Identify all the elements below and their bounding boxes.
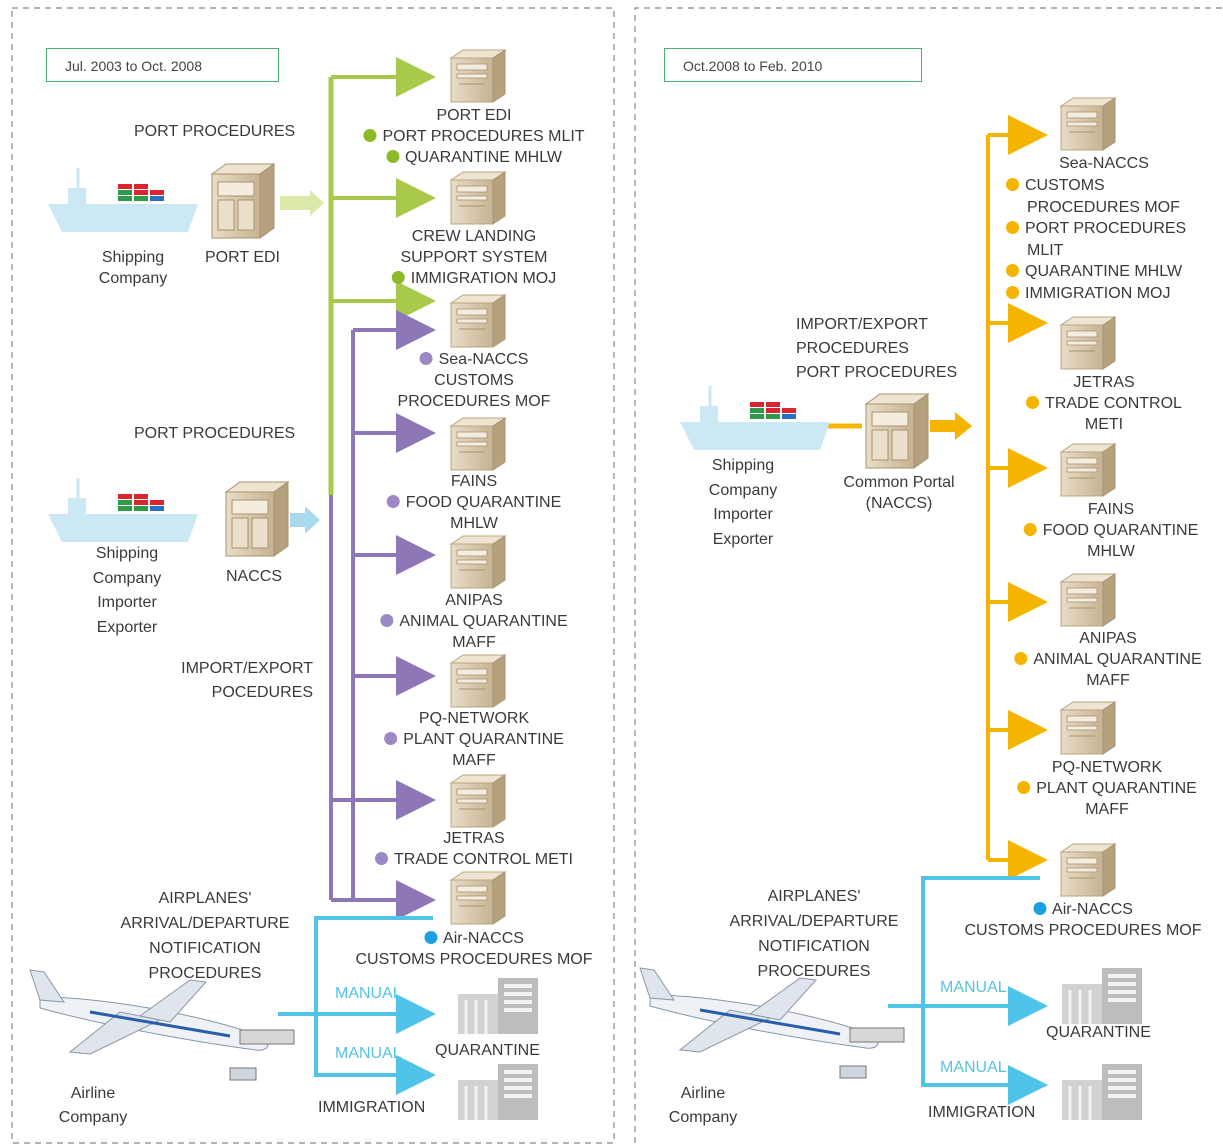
system-block-pq-network: PQ-NETWORK PLANT QUARANTINE MAFF [1017, 757, 1197, 820]
port-edi-label: PORT EDI [205, 249, 280, 266]
period-label-right: Oct.2008 to Feb. 2010 [664, 48, 922, 82]
system-block-fains: FAINS FOOD QUARANTINE MHLW [386, 471, 561, 534]
port-procedures-label: PORT PROCEDURES [134, 123, 296, 140]
quarantine-label: QUARANTINE [1046, 1024, 1151, 1041]
system-block-air-naccs: Air-NACCS CUSTOMS PROCEDURES MOF [355, 930, 593, 968]
status-dot [385, 150, 399, 163]
ship-icon [46, 166, 200, 234]
quarantine-building-icon [1060, 966, 1144, 1026]
status-dot [375, 852, 389, 865]
common-portal-terminal-icon [865, 393, 929, 469]
status-dot [1023, 523, 1037, 536]
status-dot [419, 352, 433, 365]
port-edi-lines [328, 57, 436, 495]
naccs-label: NACCS [226, 568, 283, 585]
port-procedures-label: PORT PROCEDURES [134, 425, 296, 442]
status-dot [386, 495, 400, 508]
right-air-lines [888, 876, 1048, 1105]
manual-label: MANUAL [335, 985, 402, 1002]
port-edi-input-arrow [280, 190, 324, 216]
system-block-jetras: JETRAS TRADE CONTROL METI [1026, 372, 1182, 435]
immigration-label: IMMIGRATION [318, 1099, 426, 1116]
server-icon [450, 417, 506, 471]
system-block-fains: FAINS FOOD QUARANTINE MHLW [1023, 499, 1198, 562]
ship-icon [678, 384, 832, 452]
server-icon [450, 535, 506, 589]
manual-label: MANUAL [335, 1045, 402, 1062]
status-dot [1006, 285, 1019, 299]
system-block-jetras: JETRAS TRADE CONTROL METI [375, 828, 573, 870]
server-icon [450, 294, 506, 348]
status-dot [1006, 221, 1019, 235]
server-icon [1060, 316, 1116, 370]
system-block-port-edi: PORT EDI PORT PROCEDURES MLIT QUARANTINE… [363, 105, 585, 168]
system-block-pq-network: PQ-NETWORK PLANT QUARANTINE MAFF [384, 708, 564, 771]
immigration-building-icon [1060, 1062, 1144, 1122]
system-block-sea-naccs: CUSTOMS PROCEDURES MOF PORT PROCEDURES M… [1006, 175, 1186, 305]
manual-label: MANUAL [940, 1059, 1007, 1076]
status-dot [380, 614, 394, 627]
common-portal-label: Common Portal(NACCS) [843, 474, 955, 512]
status-dot [1014, 652, 1028, 665]
ship-icon [46, 476, 200, 544]
status-dot [1017, 781, 1031, 794]
status-dot [1026, 396, 1040, 409]
quarantine-label: QUARANTINE [435, 1042, 540, 1059]
manual-label: MANUAL [940, 979, 1007, 996]
portal-output-arrow [930, 412, 972, 440]
system-name: Sea-NACCS [1059, 155, 1149, 172]
quarantine-building-icon [456, 976, 540, 1036]
server-icon [450, 49, 506, 103]
system-block-sea-naccs: Sea-NACCS CUSTOMS PROCEDURES MOF [397, 351, 551, 410]
status-dot [1006, 178, 1019, 191]
server-icon [1060, 573, 1116, 627]
system-block-crew-landing: CREW LANDING SUPPORT SYSTEM IMMIGRATION … [391, 226, 556, 289]
server-icon [450, 654, 506, 708]
server-icon [1060, 443, 1116, 497]
naccs-lines [329, 310, 436, 920]
status-dot [1033, 902, 1047, 915]
port-edi-terminal-icon [211, 163, 275, 239]
status-dot [363, 129, 377, 142]
airplane-icon [638, 966, 906, 1080]
period-label-left: Jul. 2003 to Oct. 2008 [46, 48, 279, 82]
status-dot [384, 732, 398, 745]
server-icon [450, 774, 506, 828]
status-dot [1006, 264, 1019, 278]
left-panel-border [11, 7, 615, 1144]
server-icon [1060, 843, 1116, 897]
common-portal-lines [828, 115, 1048, 880]
immigration-label: IMMIGRATION [928, 1104, 1036, 1121]
server-icon [450, 171, 506, 225]
server-icon [450, 871, 506, 925]
server-icon [1060, 701, 1116, 755]
system-block-air-naccs: Air-NACCS CUSTOMS PROCEDURES MOF [964, 901, 1202, 939]
naccs-input-arrow [290, 506, 320, 534]
right-panel-border [634, 7, 1223, 1143]
status-dot [391, 271, 405, 284]
naccs-terminal-icon [225, 481, 289, 557]
left-air-lines [278, 916, 436, 1095]
status-dot [424, 931, 438, 944]
system-block-anipas: ANIPAS ANIMAL QUARANTINE MAFF [380, 590, 568, 653]
immigration-building-icon [456, 1062, 540, 1122]
airplane-icon [28, 968, 296, 1082]
server-icon [1060, 97, 1116, 151]
system-block-anipas: ANIPAS ANIMAL QUARANTINE MAFF [1014, 628, 1202, 691]
